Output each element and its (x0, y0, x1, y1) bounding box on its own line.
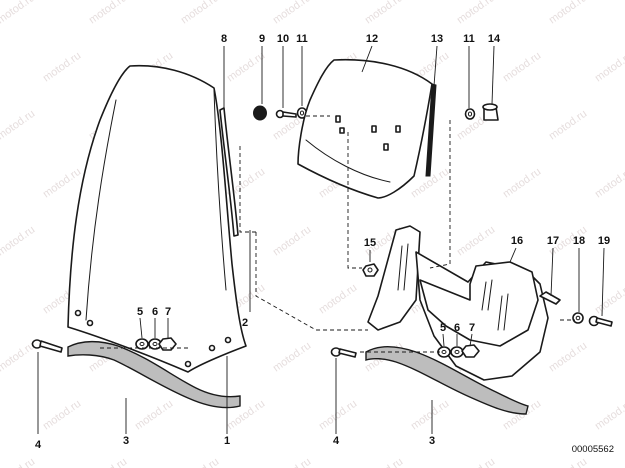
callout-1: 1 (224, 435, 230, 447)
watermark-text: motod.ru (317, 398, 359, 433)
windshield-tall (67, 64, 247, 373)
washer-11-right (464, 108, 476, 120)
watermark-text: motod.ru (0, 340, 37, 375)
watermark-text: motod.ru (455, 456, 497, 468)
callout-4-right: 4 (333, 435, 340, 447)
watermark-text: motod.ru (501, 166, 543, 201)
watermark-text: motod.ru (547, 0, 589, 26)
watermark-text: motod.ru (179, 456, 221, 468)
watermark-text: motod.ru (593, 398, 625, 433)
nut-7-right (461, 344, 480, 358)
callout-14: 14 (488, 33, 501, 45)
bracket-slot-1 (397, 243, 409, 291)
watermark-text: motod.ru (271, 340, 313, 375)
watermark-text: motod.ru (317, 282, 359, 317)
watermark-text: motod.ru (547, 456, 589, 468)
watermark-text: motod.ru (0, 0, 37, 26)
nut-15 (362, 263, 379, 277)
callout-10: 10 (277, 33, 289, 45)
callout-5-left: 5 (137, 306, 143, 318)
watermark-text: motod.ru (593, 50, 625, 85)
watermark-text: motod.ru (271, 456, 313, 468)
seal-strip-left (67, 340, 241, 409)
watermark-text: motod.ru (593, 282, 625, 317)
screw-19 (588, 315, 613, 327)
watermark-text: motod.ru (547, 108, 589, 143)
watermark-text: motod.ru (363, 0, 405, 26)
watermark-text: motod.ru (0, 456, 37, 468)
watermark-text: motod.ru (409, 398, 451, 433)
watermark-text: motod.ru (271, 0, 313, 26)
windshield-inner-edge-2 (213, 89, 227, 291)
callout-5-right: 5 (440, 322, 446, 334)
callout-6-right: 6 (454, 322, 460, 334)
washer-5-left (135, 338, 149, 350)
hex-key-17 (539, 291, 561, 305)
watermark-text: motod.ru (455, 224, 497, 259)
watermark-text: motod.ru (0, 224, 37, 259)
callout-16: 16 (511, 235, 523, 247)
callout-11-left: 11 (296, 33, 308, 45)
bracket-slot-2 (481, 279, 509, 331)
callout-7-left: 7 (165, 306, 171, 318)
cap-nut-14 (482, 103, 499, 121)
callout-8: 8 (221, 33, 227, 45)
callout-labels: 8 9 10 11 12 13 11 14 15 16 17 18 19 2 5… (35, 33, 610, 451)
watermark-text: motod.ru (593, 166, 625, 201)
edge-strip-right (425, 83, 437, 177)
washer-6-right (450, 346, 464, 358)
callout-4-left: 4 (35, 439, 42, 451)
watermark-text: motod.ru (133, 398, 175, 433)
screw-4-left (31, 339, 63, 353)
washer-18 (572, 312, 584, 324)
watermark-text: motod.ru (363, 456, 405, 468)
callout-18: 18 (573, 235, 585, 247)
watermark-text: motod.ru (547, 340, 589, 375)
callout-6-left: 6 (152, 306, 158, 318)
watermark-text: motod.ru (41, 398, 83, 433)
leader-lines (37, 45, 605, 434)
watermark-text: motod.ru (179, 0, 221, 26)
callout-9: 9 (259, 33, 265, 45)
windshield-small-inner (305, 139, 391, 183)
windshield-small-slots (335, 115, 401, 151)
windshield-inner-edge (85, 99, 117, 321)
watermark-text: motod.ru (455, 0, 497, 26)
watermark-text: motod.ru (41, 50, 83, 85)
callout-15: 15 (364, 237, 376, 249)
bracket-base-plate (419, 261, 539, 347)
document-number: 00005562 (572, 444, 614, 455)
callout-13: 13 (431, 33, 443, 45)
watermark-text: motod.ru (41, 166, 83, 201)
watermark-text: motod.ru (271, 224, 313, 259)
callout-11-right: 11 (463, 33, 475, 45)
edge-strip-left (219, 107, 239, 237)
callout-3-left: 3 (123, 435, 129, 447)
watermark-text: motod.ru (87, 456, 129, 468)
watermark-text: motod.ru (501, 50, 543, 85)
callout-12: 12 (366, 33, 378, 45)
cap-nut-9 (253, 105, 267, 121)
callout-2: 2 (242, 317, 248, 329)
windshield-small (297, 58, 433, 199)
watermark-text: motod.ru (87, 0, 129, 26)
callout-3-right: 3 (429, 435, 435, 447)
screw-4-right (330, 347, 357, 358)
watermark-text: motod.ru (0, 108, 37, 143)
watermark-text: motod.ru (225, 50, 267, 85)
callout-19: 19 (598, 235, 610, 247)
callout-7-right: 7 (469, 322, 475, 334)
screw-10 (275, 109, 297, 119)
nut-7-left (158, 337, 177, 351)
windshield-holes (74, 309, 232, 368)
assembly-dashed-lines (100, 115, 575, 353)
callout-17: 17 (547, 235, 559, 247)
